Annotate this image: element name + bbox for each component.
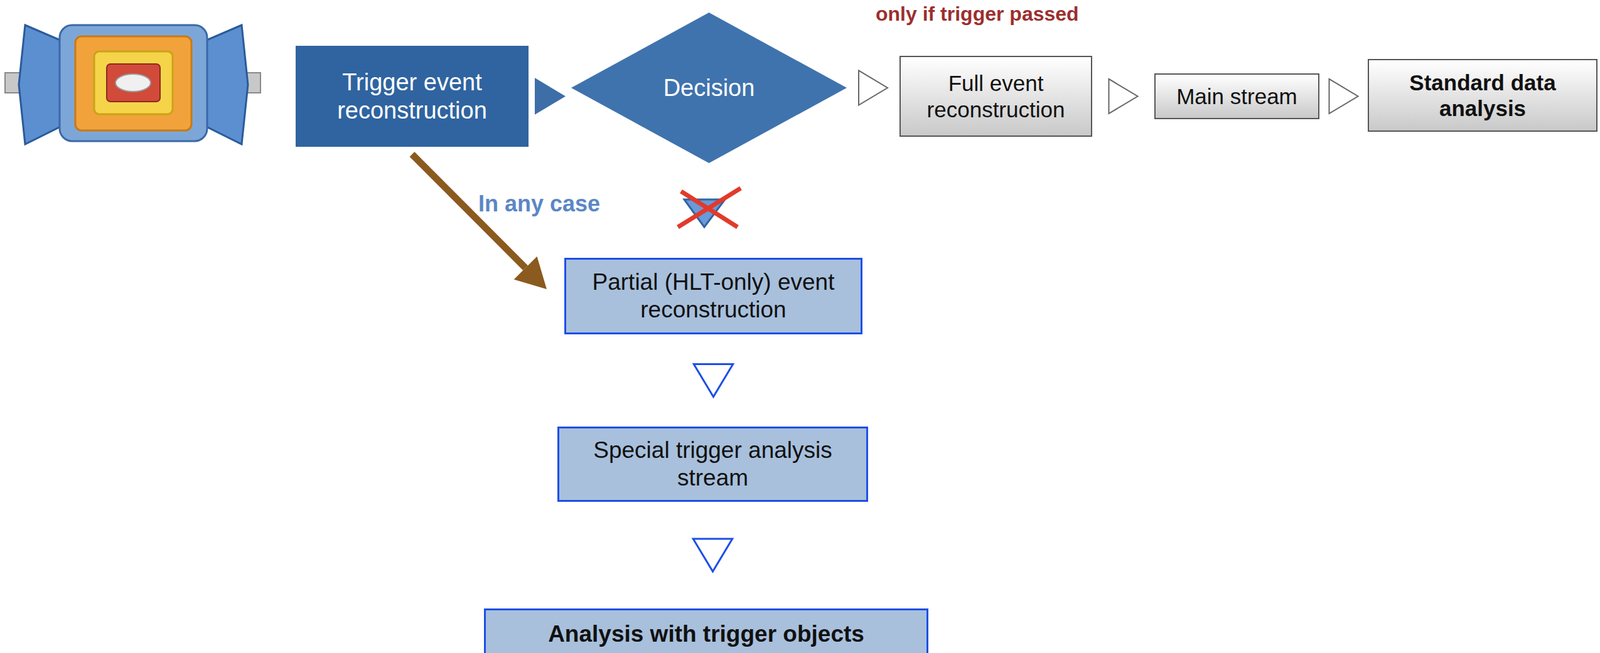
process-box: Partial (HLT-only) event reconstruction — [564, 257, 863, 335]
node-text: Analysis with trigger objects — [547, 620, 865, 649]
inner-calorimeter — [94, 51, 173, 115]
process-box: Full event reconstruction — [899, 55, 1093, 137]
cross-stroke — [677, 188, 741, 228]
arrowhead — [514, 256, 547, 290]
analysis-box: Standard data analysis — [1367, 59, 1598, 132]
process-box: Trigger event reconstruction — [295, 45, 529, 147]
flow-triangle — [692, 539, 732, 572]
node-text: Special trigger analysis stream — [569, 436, 857, 492]
flow-connector — [692, 502, 732, 609]
flow-connector — [528, 79, 572, 114]
calorimeter — [75, 36, 192, 131]
analysis-box: Analysis with trigger objects — [483, 608, 929, 653]
node-text: Decision — [663, 74, 756, 103]
cross-stroke — [681, 191, 738, 228]
node-text: Partial (HLT-only) event reconstruction — [576, 268, 851, 324]
flow-triangle — [1109, 79, 1139, 114]
stream-box: Main stream — [1154, 73, 1320, 120]
node-text: Trigger event reconstruction — [305, 68, 519, 125]
condition-note: only if trigger passed — [875, 2, 1080, 26]
flow-connector — [846, 70, 900, 105]
flow-connector — [1319, 79, 1368, 114]
diamond-shape — [571, 12, 847, 164]
flow-triangle — [858, 70, 888, 105]
detector-body — [59, 25, 208, 142]
flow-triangle — [1329, 79, 1359, 114]
decision-diamond: Decision — [571, 12, 847, 164]
condition-note: In any case — [478, 190, 601, 218]
node-text: Standard data analysis — [1377, 69, 1588, 122]
node-text: Main stream — [1176, 83, 1298, 110]
node-text: Full event reconstruction — [909, 70, 1083, 123]
flow-triangle — [535, 79, 565, 114]
stream-box: Special trigger analysis stream — [557, 426, 869, 503]
flow-connector — [693, 334, 733, 427]
interaction-point — [115, 74, 151, 92]
flow-triangle — [693, 364, 733, 398]
tracker — [106, 64, 161, 102]
flow-connector — [412, 154, 548, 290]
flow-connector — [1092, 79, 1155, 114]
